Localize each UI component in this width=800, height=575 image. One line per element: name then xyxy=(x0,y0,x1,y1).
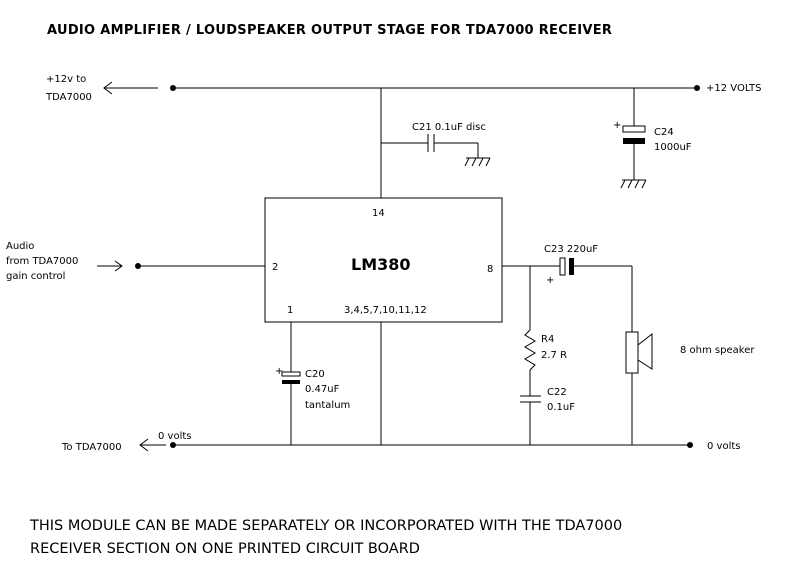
zero-volt-rail xyxy=(139,438,693,452)
arrow-right-icon xyxy=(114,260,123,272)
c23-label: C23 220uF xyxy=(544,244,598,255)
pin-14-label: 14 xyxy=(372,208,385,219)
c24-capacitor xyxy=(620,88,647,189)
input-label-1: Audio xyxy=(6,241,34,252)
speaker-label: 8 ohm speaker xyxy=(680,345,755,356)
c24-name: C24 xyxy=(654,127,674,138)
input-arrow xyxy=(97,260,123,272)
plus12-to-label: +12v to xyxy=(46,74,86,85)
c21-label: C21 0.1uF disc xyxy=(412,122,486,133)
c22-value: 0.1uF xyxy=(547,402,575,413)
pin-2-label: 2 xyxy=(272,262,278,273)
input-label-3: gain control xyxy=(6,271,65,282)
r4-value: 2.7 R xyxy=(541,350,567,361)
input-label-2: from TDA7000 xyxy=(6,256,78,267)
r4-resistor xyxy=(524,329,536,371)
c20-plus: + xyxy=(275,366,283,377)
ic-name: LM380 xyxy=(351,255,411,274)
rail-right-node xyxy=(694,85,700,91)
c20-name: C20 xyxy=(305,369,325,380)
c23-plus: + xyxy=(546,275,554,286)
diagram-title: AUDIO AMPLIFIER / LOUDSPEAKER OUTPUT STA… xyxy=(47,23,612,38)
arrow-left-icon xyxy=(139,438,149,452)
pins-ground-label: 3,4,5,7,10,11,12 xyxy=(344,305,427,316)
to-tda7000-label: To TDA7000 xyxy=(61,442,122,453)
c20-capacitor xyxy=(281,322,301,445)
footer-note-line1: THIS MODULE CAN BE MADE SEPARATELY OR IN… xyxy=(29,518,622,534)
c22-name: C22 xyxy=(547,387,567,398)
lm380-ic xyxy=(264,197,503,323)
plus12-rail xyxy=(103,81,700,95)
pin-8-label: 8 xyxy=(487,264,493,275)
zero-volts-right-label: 0 volts xyxy=(707,441,741,452)
c24-plus: + xyxy=(613,120,621,131)
c24-value: 1000uF xyxy=(654,142,692,153)
c23-capacitor xyxy=(559,257,632,276)
zero-volts-left-label: 0 volts xyxy=(158,431,192,442)
plus12-volts-label: +12 VOLTS xyxy=(706,83,761,94)
speaker-icon xyxy=(625,331,653,374)
arrow-left-icon xyxy=(103,81,113,95)
pin-1-label: 1 xyxy=(287,305,293,316)
plus12-tda-label: TDA7000 xyxy=(45,92,92,103)
rail-left-node xyxy=(170,85,176,91)
c20-type: tantalum xyxy=(305,400,350,411)
c21-capacitor xyxy=(381,134,491,167)
c20-value: 0.47uF xyxy=(305,384,340,395)
r4-name: R4 xyxy=(541,334,554,345)
footer-note-line2: RECEIVER SECTION ON ONE PRINTED CIRCUIT … xyxy=(30,541,420,557)
